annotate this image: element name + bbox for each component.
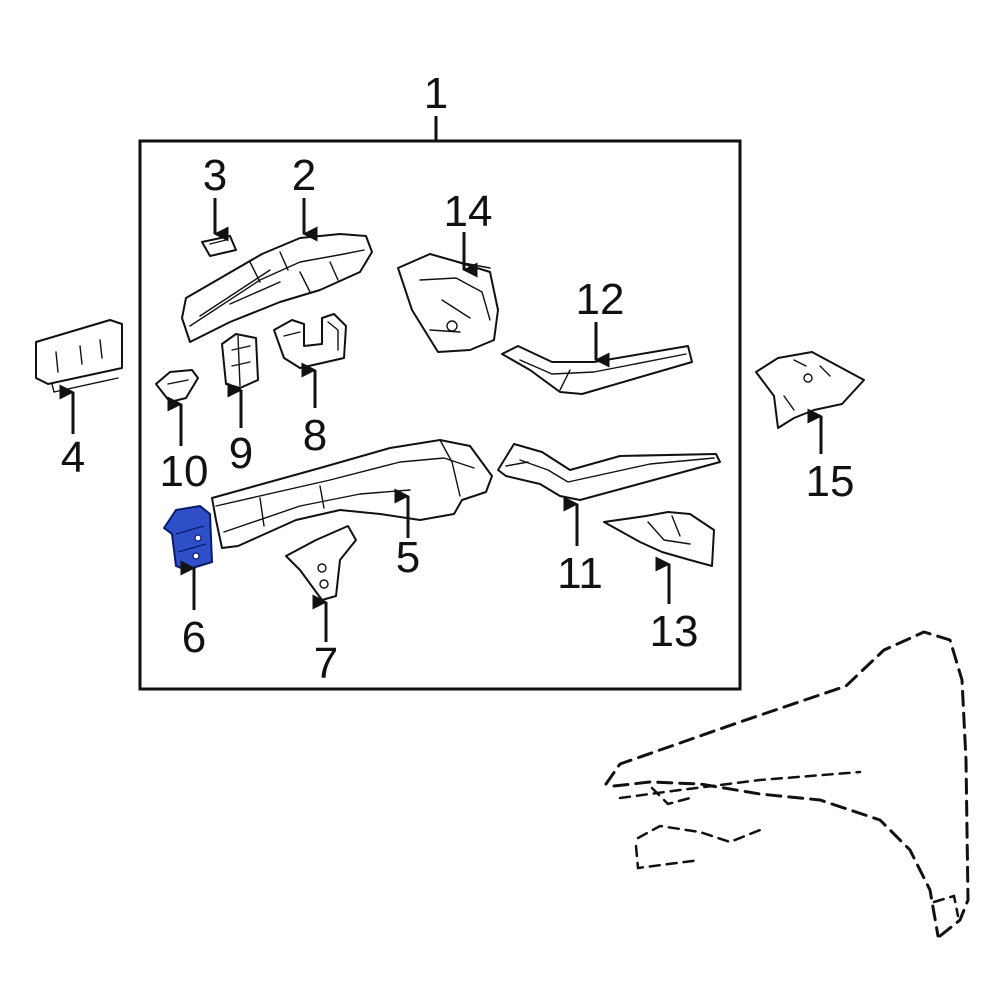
- callout-14[interactable]: 14: [444, 187, 493, 236]
- callout-5[interactable]: 5: [396, 533, 420, 582]
- callout-11[interactable]: 11: [557, 549, 603, 598]
- part-13-apron[interactable]: [603, 511, 715, 567]
- callout-9[interactable]: 9: [229, 429, 253, 478]
- part-2-upper-rail[interactable]: [181, 233, 373, 343]
- callout-4[interactable]: 4: [61, 433, 85, 482]
- part-10-gusset[interactable]: [155, 369, 199, 403]
- part-14-tower[interactable]: [397, 253, 499, 353]
- fender-outline: [604, 630, 970, 938]
- callout-6[interactable]: 6: [182, 613, 206, 662]
- part-3-clip[interactable]: [201, 235, 237, 257]
- part-7-mount[interactable]: [285, 525, 357, 601]
- callout-10[interactable]: 10: [160, 447, 209, 496]
- part-6-bracket-highlighted[interactable]: [163, 505, 213, 571]
- callout-13[interactable]: 13: [650, 607, 699, 656]
- part-5-side-member[interactable]: [211, 439, 493, 549]
- part-8-box-bracket[interactable]: [273, 313, 347, 369]
- part-4-plate[interactable]: [35, 319, 123, 393]
- part-11-lower-rail[interactable]: [497, 443, 721, 501]
- part-12-rail-extension[interactable]: [501, 345, 693, 395]
- callout-3[interactable]: 3: [203, 151, 227, 200]
- part-15-outer-bracket[interactable]: [755, 351, 865, 429]
- callout-15[interactable]: 15: [806, 457, 855, 506]
- callout-7[interactable]: 7: [314, 639, 338, 688]
- callout-12[interactable]: 12: [576, 275, 625, 324]
- callout-8[interactable]: 8: [303, 411, 327, 460]
- callout-1[interactable]: 1: [424, 69, 448, 118]
- callout-2[interactable]: 2: [292, 151, 316, 200]
- part-9-channel[interactable]: [221, 333, 259, 389]
- assembly-frame: [138, 139, 742, 691]
